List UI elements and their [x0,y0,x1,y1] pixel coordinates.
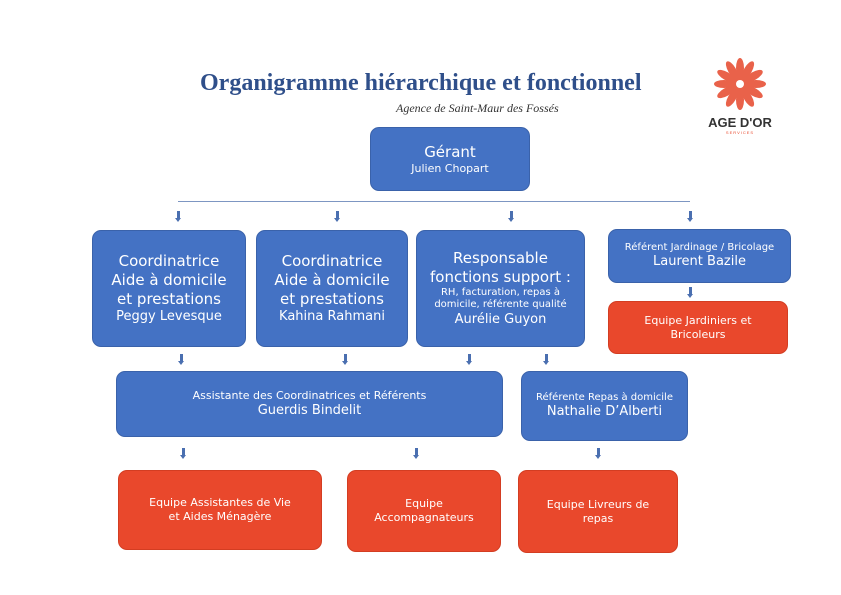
node-equipe-jardiniers[interactable]: Equipe Jardiniers et Bricoleurs [608,301,788,354]
arrow-down-icon [178,354,184,365]
node-person: Laurent Bazile [653,254,746,270]
node-role: Gérant [424,142,476,161]
node-person: Nathalie D’Alberti [546,404,663,420]
node-person: Aurélie Guyon [454,311,547,327]
node-role: Référente Repas à domicile [536,391,673,403]
team-label: Equipe Jardiniers et [644,313,752,327]
node-referent-jardinage[interactable]: Référent Jardinage / Bricolage Laurent B… [608,229,791,283]
arrow-down-icon [175,211,181,222]
page-title: Organigramme hiérarchique et fonctionnel [200,70,642,96]
node-role: Assistante des Coordinatrices et Référen… [192,389,427,402]
node-detail: domicile, référente qualité [434,299,567,311]
logo-text: AGE D'OR [708,115,772,130]
arrow-down-icon [180,448,186,459]
arrow-down-icon [342,354,348,365]
arrow-down-icon [508,211,514,222]
node-role: Référent Jardinage / Bricolage [624,241,775,253]
node-referente-repas[interactable]: Référente Repas à domicile Nathalie D’Al… [521,371,688,441]
logo-tagline: SERVICES [725,130,755,135]
arrow-down-icon [687,287,693,298]
node-coordinatrice-2[interactable]: Coordinatrice Aide à domicile et prestat… [256,230,408,347]
node-role: Responsable [453,249,548,268]
node-coordinatrice-1[interactable]: Coordinatrice Aide à domicile et prestat… [92,230,246,347]
node-role: Coordinatrice [281,252,383,271]
node-role: et prestations [280,289,384,308]
node-responsable-support[interactable]: Responsable fonctions support : RH, fact… [416,230,585,347]
node-assistante[interactable]: Assistante des Coordinatrices et Référen… [116,371,503,437]
node-equipe-accompagnateurs[interactable]: Equipe Accompagnateurs [347,470,501,552]
arrow-down-icon [543,354,549,365]
node-person: Guerdis Bindelit [257,402,362,418]
node-role: Aide à domicile [274,271,390,289]
node-detail: RH, facturation, repas à [440,286,561,298]
team-label: Accompagnateurs [374,511,474,524]
arrow-down-icon [687,211,693,222]
arrow-down-icon [466,354,472,365]
node-role: et prestations [117,289,221,308]
arrow-down-icon [334,211,340,222]
team-label: repas [582,511,614,525]
team-label: et Aides Ménagère [168,510,272,523]
node-gerant[interactable]: Gérant Julien Chopart [370,127,530,191]
node-role: Aide à domicile [111,271,227,289]
page-subtitle: Agence de Saint-Maur des Fossés [396,101,559,115]
team-label: Equipe Assistantes de Vie [149,496,291,510]
node-person: Julien Chopart [411,161,489,175]
team-label: Equipe [405,497,443,511]
age-dor-logo: AGE D'OR SERVICES [700,58,780,135]
node-person: Kahina Rahmani [279,308,385,324]
flower-logo-icon [714,58,766,110]
node-equipe-assistantes-vie[interactable]: Equipe Assistantes de Vie et Aides Ménag… [118,470,322,550]
connector-line [178,201,690,202]
node-role: fonctions support : [430,267,571,286]
node-equipe-livreurs[interactable]: Equipe Livreurs de repas [518,470,678,553]
arrow-down-icon [595,448,601,459]
node-person: Peggy Levesque [116,308,222,324]
node-role: Coordinatrice [118,252,220,271]
team-label: Bricoleurs [670,327,726,341]
team-label: Equipe Livreurs de [546,497,650,511]
arrow-down-icon [413,448,419,459]
